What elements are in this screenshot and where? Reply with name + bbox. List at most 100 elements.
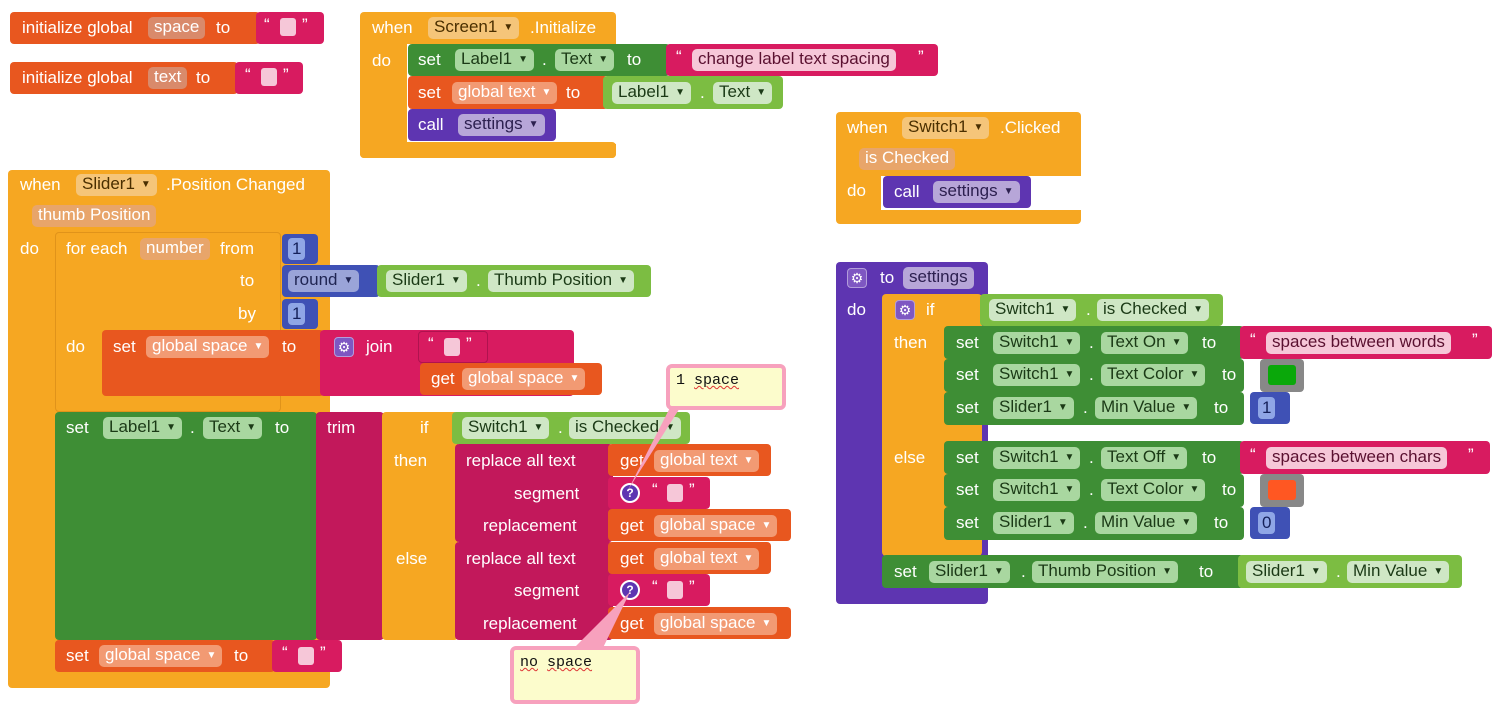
component-dropdown[interactable]: Switch1▼ — [993, 364, 1081, 386]
color-swatch-orange[interactable] — [1268, 480, 1296, 500]
set-switch-textoff-block[interactable] — [944, 441, 1244, 474]
empty-string-field[interactable] — [444, 338, 460, 356]
loop-var-field[interactable]: number — [140, 238, 210, 260]
component-dropdown[interactable]: Screen1▼ — [428, 17, 520, 39]
global-var-dropdown[interactable]: global space▼ — [462, 368, 586, 390]
set-slider-minvalue-block[interactable] — [944, 392, 1244, 425]
event-param[interactable]: is Checked — [859, 148, 956, 170]
quote-open: “ — [428, 334, 434, 353]
set-switch-texton-block[interactable] — [944, 326, 1244, 359]
component-dropdown[interactable]: Switch1▼ — [902, 117, 990, 139]
number-field[interactable]: 0 — [1258, 512, 1276, 534]
component-dropdown[interactable]: Switch1▼ — [989, 299, 1077, 321]
event-name: .Initialize — [530, 18, 597, 37]
dot: . — [1086, 300, 1091, 319]
component-dropdown[interactable]: Switch1▼ — [993, 332, 1081, 354]
set-slider-minvalue-block[interactable] — [944, 507, 1244, 540]
dot: . — [542, 50, 547, 69]
global-var-dropdown[interactable]: global space▼ — [146, 336, 270, 358]
gear-icon[interactable]: ⚙ — [334, 337, 354, 357]
component-dropdown[interactable]: Label1▼ — [455, 49, 534, 71]
empty-string-field[interactable] — [667, 581, 683, 599]
set-label: set — [956, 448, 979, 467]
property-dropdown[interactable]: Thumb Position▼ — [488, 270, 635, 292]
comment-bubble[interactable]: no space — [510, 646, 640, 704]
component-dropdown[interactable]: Slider1▼ — [993, 512, 1074, 534]
math-op-dropdown[interactable]: round▼ — [288, 270, 360, 292]
set-label: set — [956, 513, 979, 532]
gear-icon[interactable]: ⚙ — [895, 300, 915, 320]
property-dropdown[interactable]: Min Value▼ — [1347, 561, 1450, 583]
global-var-dropdown[interactable]: global text▼ — [654, 450, 760, 472]
global-var-dropdown[interactable]: global text▼ — [654, 548, 760, 570]
component-dropdown[interactable]: Slider1▼ — [1246, 561, 1327, 583]
property-dropdown[interactable]: Text▼ — [203, 417, 263, 439]
procedure-dropdown[interactable]: settings▼ — [458, 114, 545, 136]
replace-all-label: replace all text — [466, 451, 576, 470]
property-dropdown[interactable]: is Checked▼ — [569, 417, 682, 439]
gear-icon[interactable]: ⚙ — [847, 268, 867, 288]
property-dropdown[interactable]: Text Color▼ — [1101, 479, 1206, 501]
set-label-text-block[interactable] — [408, 44, 670, 76]
quote-open: “ — [264, 15, 270, 34]
component-dropdown[interactable]: Switch1▼ — [462, 417, 550, 439]
global-var-dropdown[interactable]: global space▼ — [99, 645, 223, 667]
property-dropdown[interactable]: Text Color▼ — [1101, 364, 1206, 386]
empty-string-field[interactable] — [667, 484, 683, 502]
component-dropdown[interactable]: Slider1▼ — [993, 397, 1074, 419]
procedure-dropdown[interactable]: settings▼ — [933, 181, 1020, 203]
quote-open: “ — [676, 47, 682, 66]
global-var-dropdown[interactable]: global space▼ — [654, 515, 778, 537]
string-field[interactable]: change label text spacing — [692, 49, 896, 71]
quote-open: “ — [1250, 330, 1256, 349]
global-name-field[interactable]: text — [148, 67, 188, 89]
empty-string-field[interactable] — [261, 68, 277, 86]
number-field[interactable]: 1 — [288, 303, 306, 325]
if-label: if — [926, 300, 935, 319]
global-name-field[interactable]: space — [148, 17, 206, 39]
component-dropdown[interactable]: Label1▼ — [103, 417, 182, 439]
component-dropdown[interactable]: Switch1▼ — [993, 447, 1081, 469]
inline-if-block[interactable] — [382, 412, 458, 640]
dot: . — [1089, 333, 1094, 352]
property-dropdown[interactable]: Min Value▼ — [1095, 512, 1198, 534]
event-param[interactable]: thumb Position — [32, 205, 157, 227]
component-dropdown[interactable]: Switch1▼ — [993, 479, 1081, 501]
property-dropdown[interactable]: Text▼ — [713, 82, 773, 104]
global-var-dropdown[interactable]: global text▼ — [452, 82, 558, 104]
property-dropdown[interactable]: Thumb Position▼ — [1032, 561, 1179, 583]
component-dropdown[interactable]: Slider1▼ — [929, 561, 1010, 583]
property-dropdown[interactable]: Text Off▼ — [1101, 447, 1188, 469]
comment-text: space — [694, 372, 740, 389]
procedure-name-field[interactable]: settings — [903, 267, 974, 289]
quote-open: “ — [245, 65, 251, 84]
to-label: to — [275, 418, 290, 437]
component-dropdown[interactable]: Slider1▼ — [76, 174, 157, 196]
string-field[interactable]: spaces between chars — [1266, 447, 1448, 469]
property-dropdown[interactable]: Min Value▼ — [1095, 397, 1198, 419]
quote-close: ” — [283, 65, 289, 84]
component-dropdown[interactable]: Label1▼ — [612, 82, 691, 104]
component-dropdown[interactable]: Slider1▼ — [386, 270, 467, 292]
help-icon[interactable]: ? — [620, 483, 640, 503]
property-dropdown[interactable]: Text▼ — [555, 49, 615, 71]
help-icon[interactable]: ? — [620, 580, 640, 600]
replace-all-block[interactable] — [455, 444, 613, 542]
comment-text: 1 — [676, 372, 695, 389]
set-label-text-block[interactable] — [55, 412, 317, 640]
dot: . — [1083, 513, 1088, 532]
trim-block[interactable] — [316, 412, 384, 640]
empty-string-field[interactable] — [298, 647, 314, 665]
string-field[interactable]: spaces between words — [1266, 332, 1451, 354]
number-field[interactable]: 1 — [288, 238, 306, 260]
init-global-space-block[interactable] — [10, 12, 260, 44]
color-swatch-green[interactable] — [1268, 365, 1296, 385]
comment-bubble[interactable]: 1 space — [666, 364, 786, 410]
number-field[interactable]: 1 — [1258, 397, 1276, 419]
replace-all-block[interactable] — [455, 542, 613, 640]
empty-string-field[interactable] — [280, 18, 296, 36]
property-dropdown[interactable]: is Checked▼ — [1097, 299, 1210, 321]
property-dropdown[interactable]: Text On▼ — [1101, 332, 1188, 354]
init-global-text-block[interactable] — [10, 62, 238, 94]
global-var-dropdown[interactable]: global space▼ — [654, 613, 778, 635]
